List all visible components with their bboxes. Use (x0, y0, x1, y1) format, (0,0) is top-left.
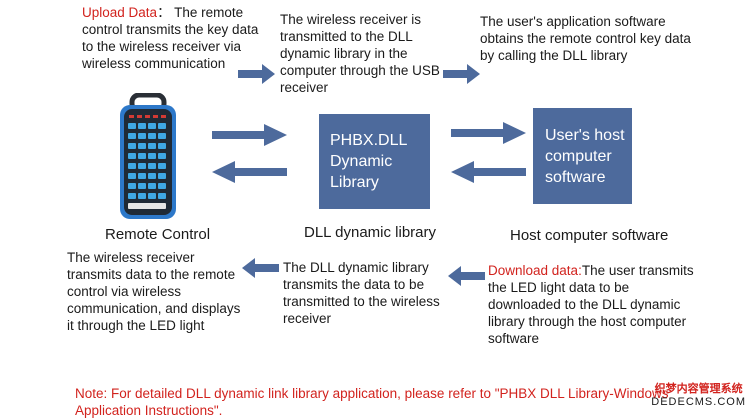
upload-arrow-1 (238, 64, 275, 84)
dll-library-box-label: PHBX.DLL Dynamic Library (330, 132, 408, 191)
remote-control-image (120, 93, 176, 219)
upload-data-label: Upload Data (82, 5, 158, 20)
watermark-en: DEDECMS.COM (651, 396, 746, 408)
upload-data-description: Upload Data： The remote control transmit… (82, 4, 267, 72)
download-data-label: Download data: (488, 263, 582, 278)
host-software-box-label: User's host computer software (545, 126, 625, 186)
host-software-box: User's host computer software (533, 108, 632, 204)
watermark-cn: 织梦内容管理系统 (654, 383, 743, 395)
host-to-dll-arrow (451, 161, 526, 183)
dll-to-receiver-description: The DLL dynamic library transmits the da… (283, 260, 440, 326)
host-software-caption: Host computer software (510, 227, 669, 244)
download-arrow-2 (448, 266, 485, 286)
dll-to-host-arrow (451, 122, 526, 144)
download-data-description: Download data:The user transmits the LED… (488, 262, 703, 347)
receiver-to-remote-description: The wireless receiver transmits data to … (67, 250, 241, 333)
app-calls-dll-description: The user's application software obtains … (480, 14, 691, 63)
download-arrow-1 (242, 258, 279, 278)
download-data-text: The user transmits the LED light data to… (488, 263, 694, 346)
receiver-to-dll-description: The wireless receiver is transmitted to … (280, 12, 440, 95)
footnote: Note: For detailed DLL dynamic link libr… (75, 385, 669, 418)
upload-arrow-2 (443, 64, 480, 84)
remote-control-caption: Remote Control (105, 226, 211, 243)
dll-to-remote-arrow (212, 161, 287, 183)
dll-library-caption: DLL dynamic library (304, 224, 436, 241)
remote-to-dll-arrow (212, 124, 287, 146)
watermark: 织梦内容管理系统 DEDECMS.COM (651, 383, 746, 409)
dll-library-box: PHBX.DLL Dynamic Library (319, 114, 430, 209)
upload-data-separator: ： (157, 5, 171, 20)
upload-data-text: The remote control transmits the key dat… (82, 5, 259, 71)
